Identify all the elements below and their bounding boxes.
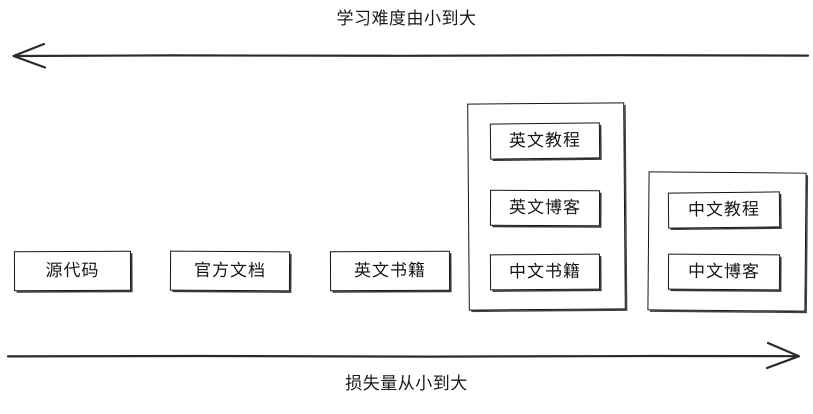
top-axis-label: 学习难度由小到大 xyxy=(336,9,477,28)
node-english-books[interactable]: 英文书籍 xyxy=(329,250,451,292)
node-label-english-books: 英文书籍 xyxy=(353,260,427,281)
node-label-source-code: 源代码 xyxy=(45,260,100,281)
node-english-tutorial[interactable]: 英文教程 xyxy=(489,122,601,160)
node-english-blog[interactable]: 英文博客 xyxy=(489,189,601,227)
node-chinese-blog[interactable]: 中文博客 xyxy=(667,253,781,291)
node-label-official-docs: 官方文档 xyxy=(193,260,267,281)
bottom-axis-label: 损失量从小到大 xyxy=(345,374,468,393)
node-label-chinese-books: 中文书籍 xyxy=(508,261,582,282)
node-source-code[interactable]: 源代码 xyxy=(13,250,132,292)
node-label-chinese-tutorial: 中文教程 xyxy=(687,199,761,220)
node-chinese-tutorial[interactable]: 中文教程 xyxy=(667,191,781,229)
node-label-english-blog: 英文博客 xyxy=(508,197,582,218)
node-chinese-books[interactable]: 中文书籍 xyxy=(489,253,601,291)
node-official-docs[interactable]: 官方文档 xyxy=(169,250,291,292)
node-label-english-tutorial: 英文教程 xyxy=(508,130,582,151)
bottom-axis-arrow-right xyxy=(6,341,801,370)
node-label-chinese-blog: 中文博客 xyxy=(687,261,761,282)
top-axis-arrow-left xyxy=(12,42,810,69)
